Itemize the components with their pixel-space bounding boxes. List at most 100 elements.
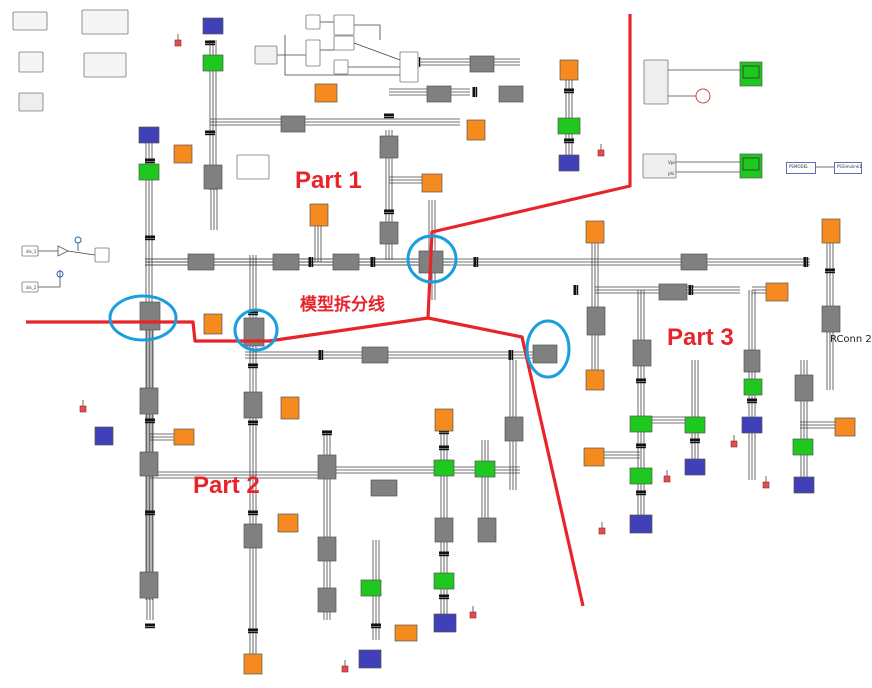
bus-block [379, 135, 399, 159]
source-block [21, 281, 39, 293]
wire [354, 24, 381, 40]
load-block [629, 467, 653, 485]
part1-label: Part 1 [295, 167, 362, 194]
bus-block [586, 306, 606, 336]
cut-point-circle [108, 294, 178, 342]
terminator [79, 405, 87, 413]
bus-bar [205, 44, 215, 46]
load-block [202, 54, 224, 72]
part3-label: Part 3 [667, 324, 734, 351]
bus-bar [248, 514, 258, 516]
legend-box [18, 51, 44, 73]
pssimulink-tag[interactable] [834, 162, 862, 174]
scope-screen [742, 65, 760, 79]
bus-block [139, 301, 161, 331]
psmodel-tag[interactable] [786, 162, 816, 174]
bus-bar [803, 257, 807, 267]
wire [67, 250, 96, 256]
cut-point-circle [406, 234, 458, 284]
model-blocks[interactable] [79, 17, 856, 675]
mux-block [399, 51, 419, 83]
bus-bar [248, 628, 258, 632]
converter-block [358, 649, 382, 669]
load-block [792, 438, 814, 456]
bus-block [794, 374, 814, 402]
generator-block [583, 447, 605, 467]
bus-bar [825, 268, 835, 272]
bus-bar [508, 350, 512, 360]
bus-bars [145, 40, 835, 634]
bus-block [272, 253, 300, 271]
bus-bar [439, 598, 449, 600]
bus-bar [564, 142, 574, 144]
generator-block [314, 83, 338, 103]
bus-bar [573, 285, 577, 295]
bus-bar [145, 239, 155, 241]
bus-block [243, 523, 263, 549]
generator-block [277, 513, 299, 533]
terminator [469, 611, 477, 619]
bus-bar [692, 285, 694, 295]
misc-blocks[interactable] [12, 9, 760, 293]
bus-bar [636, 443, 646, 447]
converter-block [202, 17, 224, 35]
bus-block [379, 221, 399, 245]
bus-bar [439, 433, 449, 435]
bus-bar [384, 117, 394, 119]
bus-bar [473, 257, 477, 267]
generator-block [173, 428, 195, 446]
bus-bar [312, 257, 314, 267]
terminator [762, 481, 770, 489]
bus-bar [690, 438, 700, 442]
cut-point-circles [108, 234, 571, 379]
wire [284, 35, 400, 76]
bus-bar [439, 445, 449, 449]
bus-block [532, 344, 558, 364]
generator-block [243, 653, 263, 675]
load-block [433, 459, 455, 477]
generator-block [421, 173, 443, 193]
bus-bar [145, 627, 155, 629]
bus-block [632, 339, 652, 367]
bus-block [743, 349, 761, 373]
bus-bar [318, 350, 322, 360]
bus-bar [248, 424, 258, 426]
generator-block [173, 144, 193, 164]
model-block [643, 59, 669, 105]
bus-block [658, 283, 688, 301]
goto-tag [56, 270, 64, 278]
scope-display [739, 153, 763, 179]
bus-bar [248, 310, 258, 314]
bus-block [317, 454, 337, 480]
bus-block [477, 517, 497, 543]
scope-input2-label: phi [668, 171, 675, 176]
bus-bar [636, 490, 646, 494]
bus-block [680, 253, 708, 271]
split-line [426, 14, 632, 607]
generator-block [394, 624, 418, 642]
legend-box [83, 52, 127, 78]
bus-block [361, 346, 389, 364]
bus-bar [145, 162, 155, 164]
terminator-circle [695, 88, 711, 104]
load-block [557, 117, 581, 135]
converter-block [629, 514, 653, 534]
bus-bar [308, 257, 312, 267]
bus-bar [145, 418, 155, 422]
bus-bar [384, 213, 394, 215]
rconn-label: RConn 2 [830, 334, 872, 345]
generator-block [585, 369, 605, 391]
generator-block [834, 417, 856, 437]
generator-block [434, 408, 454, 432]
bus-bar [370, 257, 374, 267]
terminator [341, 665, 349, 673]
scope-input-block [642, 153, 677, 179]
bus-bar [564, 88, 574, 92]
wire [38, 270, 61, 288]
load-block [360, 579, 382, 597]
subsystem-block [236, 154, 270, 180]
split-line [26, 316, 429, 343]
bus-bar [419, 57, 421, 67]
bus-block [469, 55, 495, 73]
